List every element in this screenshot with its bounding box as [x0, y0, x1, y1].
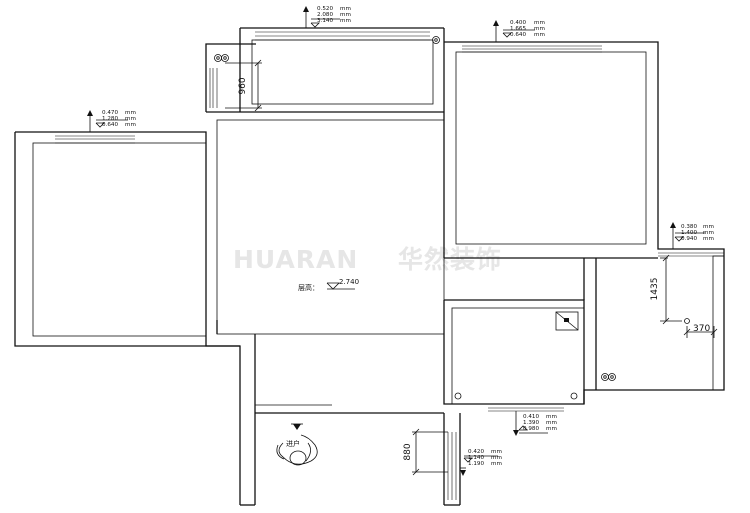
ceiling-height-value: 2.740 [339, 278, 359, 286]
elev-be-2: 1.140 [468, 455, 484, 461]
pipe-icon [221, 54, 229, 62]
elevation-tag-right: 0.380 1.400 0.940 mm mm mm [670, 222, 714, 249]
top-left-window [205, 43, 256, 112]
dimension-1435: 1435 [650, 254, 682, 325]
entry-person-icon [276, 423, 318, 466]
elev-be-1: 0.420 [468, 449, 484, 455]
elevation-tag-bottom-middle: 0.410 1.390 0.980 mm mm mm [513, 411, 557, 436]
drain-icon [684, 318, 690, 324]
elev-bm-2: 1.390 [523, 420, 539, 426]
elev-tm-unit-2: mm [340, 12, 351, 18]
elevation-tag-bottom-entry: 0.420 1.140 1.190 mm mm mm [460, 449, 502, 476]
elevation-tag-left: 0.470 1.280 0.640 mm mm mm [87, 110, 136, 132]
elev-tr-unit-3: mm [534, 32, 545, 38]
left-window [55, 131, 135, 144]
elev-bm-unit-3: mm [546, 426, 557, 432]
elev-tm-1: 0.520 [317, 6, 333, 12]
water-heater-icon [555, 311, 579, 331]
ceiling-height-label: 层高： [298, 283, 319, 292]
dimension-880: 880 [403, 428, 448, 476]
entry-area: 进户 [276, 413, 461, 506]
elev-l-3: 0.640 [102, 122, 118, 128]
elevation-tag-top-middle: 0.520 2.080 3.140 mm mm mm [303, 6, 351, 28]
ceiling-height-marker: 层高： 2.740 [298, 278, 359, 292]
elev-l-unit-1: mm [125, 110, 136, 116]
top-middle-room [239, 27, 445, 112]
watermark-brand: HUARAN [233, 245, 358, 274]
elev-be-unit-1: mm [491, 449, 502, 455]
elev-r-unit-2: mm [703, 230, 714, 236]
dim-880-label: 880 [403, 443, 413, 460]
elev-l-1: 0.470 [102, 110, 118, 116]
pipe-icon [214, 54, 222, 62]
dim-1435-label: 1435 [650, 278, 660, 301]
kitchen [443, 299, 596, 412]
elev-tm-unit-1: mm [340, 6, 351, 12]
dimension-370: 370 [683, 324, 718, 338]
elev-bm-unit-1: mm [546, 414, 557, 420]
elev-tr-unit-2: mm [534, 26, 545, 32]
elev-l-unit-3: mm [125, 122, 136, 128]
elev-be-unit-2: mm [491, 455, 502, 461]
watermark-cn: 华然装饰 [398, 245, 502, 274]
pipe-icon [432, 36, 440, 44]
elevation-tag-top-right: 0.400 1.665 0.640 mm mm mm [493, 20, 545, 42]
elev-tr-3: 0.640 [510, 32, 526, 38]
right-balcony [584, 238, 725, 391]
elev-l-unit-2: mm [125, 116, 136, 122]
living-room [205, 111, 585, 506]
elev-tr-unit-1: mm [534, 20, 545, 26]
elev-r-2: 1.400 [681, 230, 697, 236]
pipe-icon [570, 392, 578, 400]
pipe-icon [454, 392, 462, 400]
dimension-960: 960 [225, 59, 262, 112]
elev-tm-unit-3: mm [340, 18, 351, 24]
elev-r-3: 0.940 [681, 236, 697, 242]
pipe-icon [601, 373, 609, 381]
elev-r-unit-3: mm [703, 236, 714, 242]
entry-label: 进户 [286, 439, 300, 448]
dim-370-label: 370 [693, 324, 710, 334]
elev-tr-1: 0.400 [510, 20, 526, 26]
top-right-bedroom [444, 41, 659, 245]
elev-tr-2: 1.665 [510, 26, 526, 32]
elev-l-2: 1.280 [102, 116, 118, 122]
elev-r-1: 0.380 [681, 224, 697, 230]
elev-r-unit-1: mm [703, 224, 714, 230]
elev-be-unit-3: mm [491, 461, 502, 467]
elev-bm-3: 0.980 [523, 426, 539, 432]
dim-960-label: 960 [238, 77, 248, 94]
elev-bm-unit-2: mm [546, 420, 557, 426]
elev-tm-3: 3.140 [317, 18, 333, 24]
pipe-icon [608, 373, 616, 381]
elev-bm-1: 0.410 [523, 414, 539, 420]
elev-tm-2: 2.080 [317, 12, 333, 18]
elev-be-3: 1.190 [468, 461, 484, 467]
